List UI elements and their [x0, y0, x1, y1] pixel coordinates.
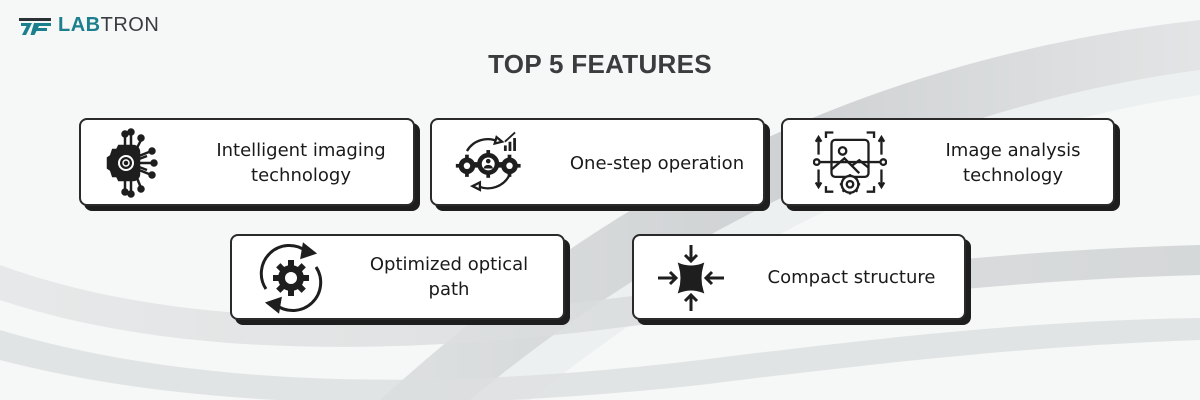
feature-card-optimized-optical-path: Optimized optical path	[230, 234, 565, 320]
image-analysis-icon	[813, 131, 887, 195]
feature-card-image-analysis: Image analysis technology	[781, 118, 1115, 206]
gears-cycle-icon	[455, 131, 521, 192]
feature-label: One-step operation	[569, 153, 745, 174]
brand-name-part1: LAB	[58, 14, 101, 36]
feature-card-intelligent-imaging: Intelligent imaging technology	[79, 118, 415, 206]
page-title: TOP 5 FEATURES	[488, 49, 712, 79]
brand-logo: LABTRON	[18, 14, 159, 37]
labtron-logo-icon	[19, 17, 51, 35]
brand-name: LABTRON	[58, 14, 159, 37]
feature-label: Image analysis technology	[945, 140, 1081, 186]
gear-refresh-icon	[259, 242, 323, 314]
feature-label: Compact structure	[767, 267, 936, 288]
compress-arrows-icon	[658, 245, 724, 311]
feature-card-compact-structure: Compact structure	[632, 234, 966, 320]
feature-card-one-step-operation: One-step operation	[430, 118, 765, 206]
feature-label: Intelligent imaging technology	[216, 140, 386, 186]
feature-label: Optimized optical path	[369, 254, 529, 300]
brand-name-part2: TRON	[100, 14, 160, 36]
chip-gear-icon	[106, 128, 158, 198]
